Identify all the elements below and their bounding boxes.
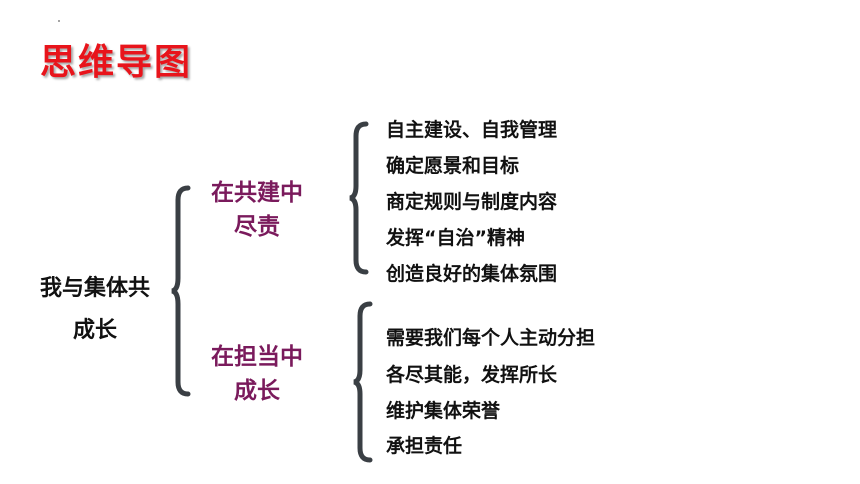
branch-2-item-1: 需要我们每个人主动分担	[386, 327, 596, 349]
branch-node-1: 在共建中 尽责	[192, 176, 322, 244]
page-title: 思维导图	[40, 42, 193, 83]
decorative-dot	[58, 20, 60, 22]
branch-1-item-5: 创造良好的集体氛围	[386, 263, 558, 285]
root-node: 我与集体共 成长	[20, 268, 170, 352]
root-label-line1: 我与集体共	[39, 276, 150, 301]
branch-2-label-line2: 成长	[234, 378, 280, 404]
root-label-line2: 成长	[72, 318, 117, 343]
main-brace	[171, 185, 191, 397]
branch-2-item-3: 维护集体荣誉	[386, 400, 501, 422]
branch-1-label-line2: 尽责	[234, 214, 280, 240]
branch-1-item-2: 确定愿景和目标	[386, 155, 520, 177]
branch-1-label-line1: 在共建中	[211, 180, 303, 206]
branch-1-brace	[349, 121, 369, 275]
branch-1-item-4: 发挥“自治”精神	[386, 227, 525, 249]
branch-node-2: 在担当中 成长	[192, 340, 322, 408]
branch-2-label-line1: 在担当中	[211, 344, 303, 370]
branch-2-item-2: 各尽其能，发挥所长	[386, 364, 558, 386]
branch-1-item-3: 商定规则与制度内容	[386, 191, 558, 213]
branch-1-item-1: 自主建设、自我管理	[386, 119, 558, 141]
branch-2-item-4: 承担责任	[386, 435, 463, 457]
branch-2-brace	[353, 301, 373, 463]
